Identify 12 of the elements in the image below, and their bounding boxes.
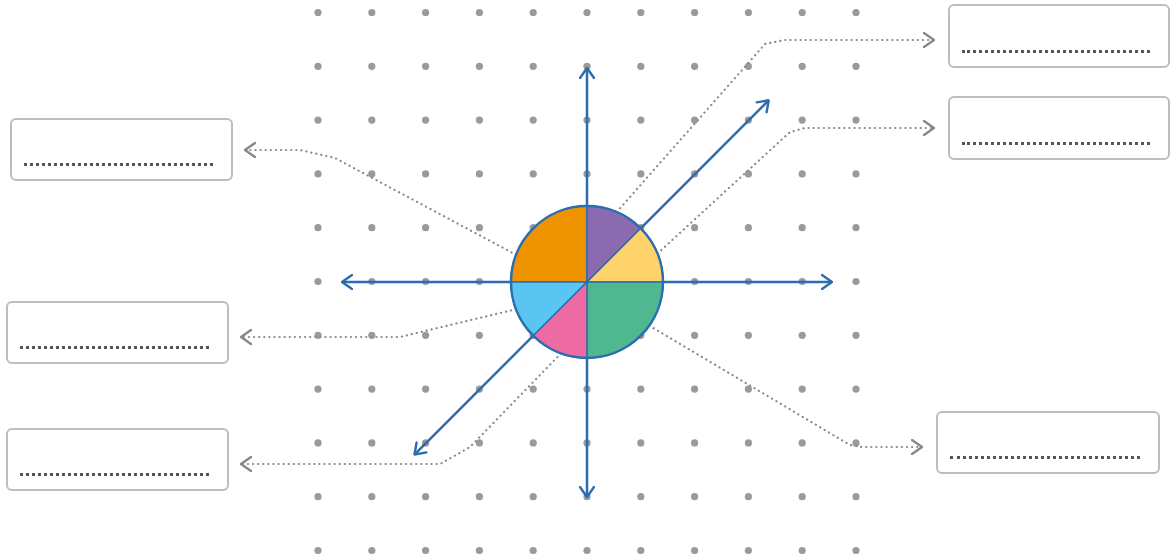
pie-slice bbox=[586, 205, 642, 283]
pie-slice bbox=[532, 281, 588, 359]
pie-slice bbox=[586, 281, 664, 359]
pie-slice bbox=[586, 227, 664, 283]
answer-box bbox=[10, 118, 233, 181]
answer-box bbox=[6, 301, 229, 364]
pie-slice bbox=[510, 205, 588, 283]
pie-slice bbox=[510, 281, 588, 337]
answer-box bbox=[6, 428, 229, 491]
answer-box bbox=[936, 411, 1160, 474]
answer-box bbox=[948, 96, 1170, 160]
answer-box bbox=[948, 4, 1170, 68]
